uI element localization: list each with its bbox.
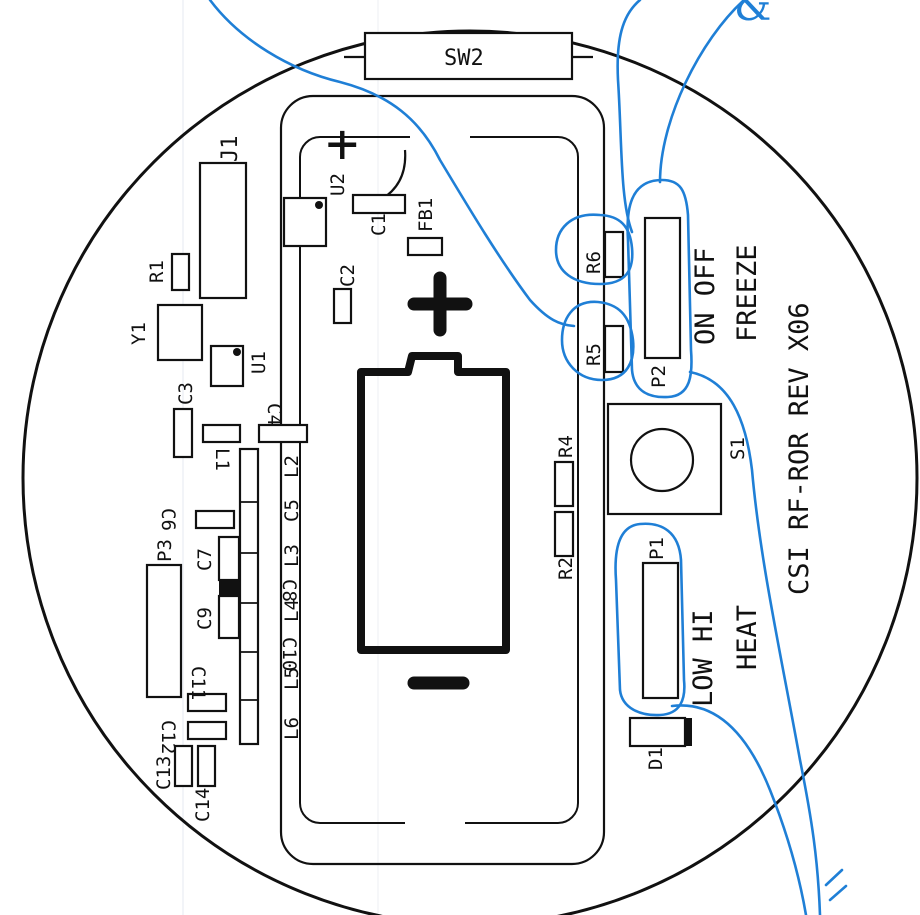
capacitor-c9-pad [219,580,239,596]
capacitor-c4 [257,423,309,444]
header-p2 [643,216,682,360]
header-p1 [641,561,680,700]
r1-label: R1 [146,260,168,283]
c2-label: C2 [337,264,359,287]
l1-label: L1 [211,448,233,471]
capacitor-c9 [217,594,241,640]
fb1-label: FB1 [415,198,437,232]
r6-label: R6 [583,251,605,274]
resistor-r4 [553,460,575,508]
crystal-y1 [156,303,204,362]
ic-u1 [209,344,245,388]
capacitor-c6 [194,509,236,530]
resistor-r6 [603,230,625,279]
c6-label: C6 [157,508,179,531]
c1-label: C1 [368,213,390,236]
board-outline [21,29,919,915]
ink-wire-down-1 [688,370,822,915]
l3-label: L3 [281,544,303,567]
c14-label: C14 [192,788,214,822]
capacitor-c7 [217,535,241,582]
battery-outline [357,352,510,654]
connector-j1 [198,161,248,300]
r2-label: R2 [555,557,577,580]
battery-plus-symbol [407,271,473,337]
ink-circle-p2 [626,178,693,399]
plus-mark-small: + [326,112,359,175]
c12-label: C12 [157,720,179,754]
switch-sw2: SW2 [344,31,593,81]
d1-label: D1 [645,747,667,770]
ink-ampersand: & [734,0,771,30]
p2-freeze-label: FREEZE [732,244,763,342]
capacitor-c11 [186,692,228,713]
ink-circle-p1 [614,522,686,717]
p1-heat-label: HEAT [732,605,763,670]
r5-label: R5 [583,343,605,366]
p3-label: P3 [154,539,176,562]
ink-wire-down-2 [670,704,808,915]
p1-lowhi-label: LOW HI [688,609,719,707]
c3-label: C3 [175,382,197,405]
diode-d1-band [685,718,692,746]
capacitor-c13 [173,744,194,788]
capacitor-c3 [172,407,194,459]
p2-onoff-label: ON OFF [690,247,721,345]
resistor-r5 [603,324,625,374]
capacitor-c2 [332,287,353,325]
u2-pin1-dot [315,201,323,209]
ink-wire-p2 [658,0,746,184]
capacitor-c1 [351,193,407,215]
l2-label: L2 [281,455,303,478]
l5-label: L5 [281,667,303,690]
battery-holder-outer [279,94,606,866]
ink-wire-top [208,0,576,328]
c13-label: C13 [153,756,175,790]
u2-label: U2 [327,173,349,196]
resistor-r2 [553,510,575,558]
c5-label: C5 [281,499,303,522]
switch-s1: S1 [606,402,749,516]
handwritten-annotations: & [208,0,848,915]
c11-label: C11 [187,666,209,700]
ink-wire-r6 [616,0,642,234]
p2-label: P2 [648,365,670,388]
c9-label: C9 [194,607,216,630]
ink-circle-r6 [554,213,634,286]
inductor-l1 [201,423,242,444]
l6-label: L6 [281,717,303,740]
u1-label: U1 [248,351,270,374]
capacitor-c12 [186,720,228,741]
c8-label: C8 [278,579,300,602]
l4-label: L4 [281,599,303,622]
diode-d1 [628,716,687,748]
c4-label: C4 [263,403,285,426]
resistor-r1 [170,252,191,292]
p1-label: P1 [646,537,668,560]
c10-label: C10 [278,637,300,671]
header-p3 [145,563,183,699]
u1-pin1-dot [233,348,241,356]
board-marking: CSI RF-ROR REV X06 [784,302,815,595]
capacitor-c14 [196,744,217,788]
ink-tick [824,868,848,902]
r4-label: R4 [555,435,577,458]
sw2-label: SW2 [444,46,484,71]
ferrite-fb1 [406,236,444,257]
c7-label: C7 [194,548,216,571]
s1-label: S1 [727,437,749,460]
y1-label: Y1 [128,322,150,345]
j1-label: J1 [218,136,243,163]
